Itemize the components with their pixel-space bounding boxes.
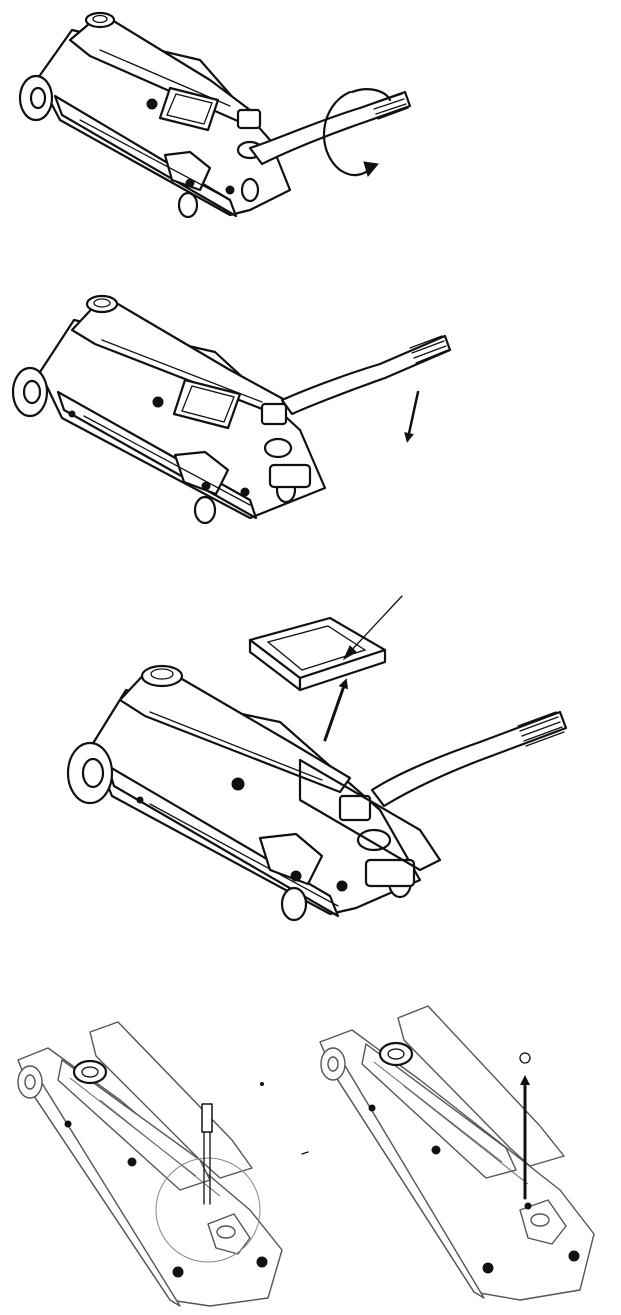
figure-step-4b: [319, 1005, 595, 1301]
figure-step-1: [18, 11, 412, 219]
figure-step-3: [66, 595, 568, 922]
speck: [301, 1151, 309, 1155]
floor-jack-top-view-b: [319, 1005, 595, 1301]
speck: [260, 1082, 264, 1086]
dipstick: [201, 1103, 213, 1205]
oil-drop-icon: [519, 1052, 531, 1064]
figure-step-2: [11, 294, 452, 525]
figure-step-4a: [17, 1021, 309, 1307]
floor-jack-top-view-a: [17, 1021, 283, 1307]
down-arrow-icon: [404, 390, 420, 443]
leader-line: [347, 595, 403, 655]
rotate-arrow-icon: [322, 88, 392, 178]
cover-plate: [248, 616, 387, 692]
floor-jack-1: [18, 11, 412, 219]
detail-circle: [155, 1157, 261, 1263]
floor-jack-2: [11, 294, 452, 525]
floor-jack-3: [66, 664, 568, 922]
up-arrow-icon: [323, 678, 349, 742]
